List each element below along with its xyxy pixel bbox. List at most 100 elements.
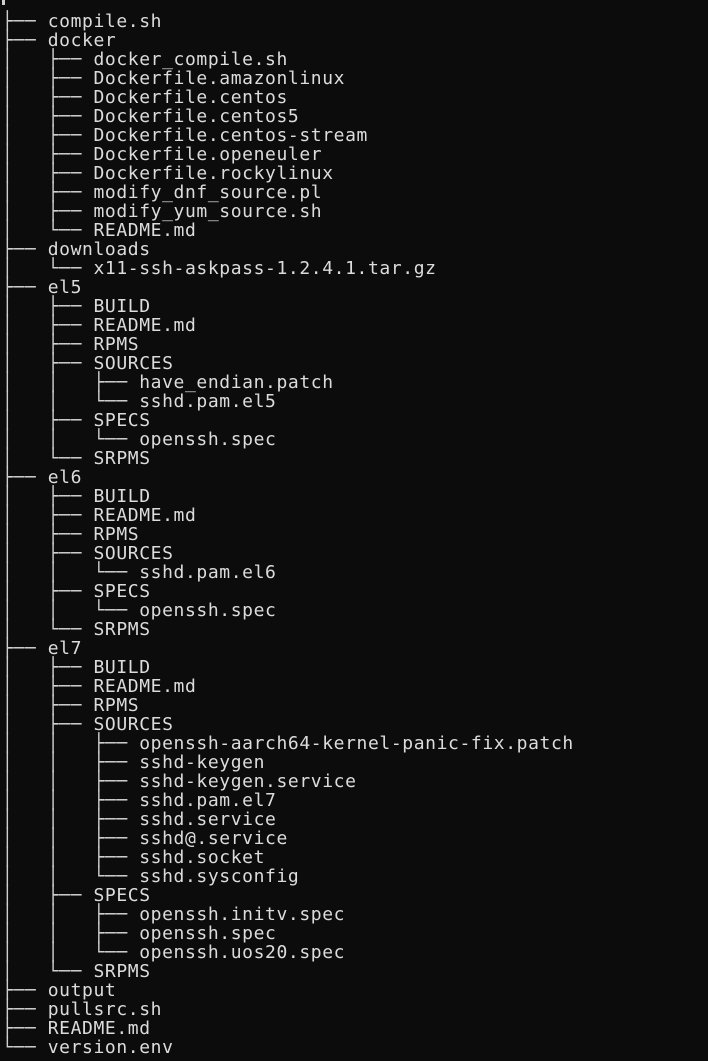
tree-branch-prefix: ├── (2, 980, 48, 1001)
tree-entry: │ ├── Dockerfile.centos-stream (0, 126, 708, 145)
tree-entry-name: sshd.pam.el6 (139, 562, 277, 583)
tree-entry-name: el7 (47, 638, 83, 659)
tree-entry-name: BUILD (93, 296, 151, 317)
tree-entry: │ ├── SOURCES (0, 715, 708, 734)
tree-entry: │ │ ├── have_endian.patch (0, 373, 708, 392)
tree-entry-name: BUILD (93, 657, 151, 678)
tree-entry: │ ├── BUILD (0, 658, 708, 677)
tree-branch-prefix: │ └── (2, 220, 94, 241)
tree-entry-name: modify_yum_source.sh (93, 201, 323, 222)
tree-entry-name: BUILD (93, 486, 151, 507)
tree-branch-prefix: │ │ └── (2, 866, 140, 887)
tree-branch-prefix: │ │ └── (2, 600, 140, 621)
tree-entry: │ ├── RPMS (0, 525, 708, 544)
tree-entry: │ ├── SOURCES (0, 354, 708, 373)
tree-branch-prefix: │ │ ├── (2, 904, 140, 925)
tree-branch-prefix: │ │ └── (2, 562, 140, 583)
tree-branch-prefix: ├── (2, 999, 48, 1020)
tree-entry: │ ├── Dockerfile.amazonlinux (0, 69, 708, 88)
tree-branch-prefix: │ │ ├── (2, 923, 140, 944)
tree-entry-name: sshd.pam.el7 (139, 790, 277, 811)
tree-entry: ├── README.md (0, 1019, 708, 1038)
tree-entry: ├── el5 (0, 278, 708, 297)
tree-branch-prefix: │ │ ├── (2, 733, 140, 754)
tree-entry-name: downloads (47, 239, 151, 260)
tree-branch-prefix: ├── (2, 30, 48, 51)
tree-entry-name: Dockerfile.centos-stream (93, 125, 368, 146)
tree-branch-prefix: │ │ ├── (2, 790, 140, 811)
tree-entry-name: SRPMS (93, 961, 151, 982)
tree-branch-prefix: │ ├── (2, 68, 94, 89)
tree-branch-prefix: │ │ └── (2, 391, 140, 412)
tree-entry-name: README.md (93, 220, 197, 241)
tree-entry: ├── pullsrc.sh (0, 1000, 708, 1019)
tree-entry: │ └── x11-ssh-askpass-1.2.4.1.tar.gz (0, 259, 708, 278)
tree-entry: │ ├── README.md (0, 316, 708, 335)
tree-branch-prefix: │ ├── (2, 410, 94, 431)
tree-entry: │ ├── RPMS (0, 696, 708, 715)
tree-entry-name: compile.sh (47, 11, 163, 32)
tree-entry: ├── downloads (0, 240, 708, 259)
tree-entry-name: RPMS (93, 334, 140, 355)
tree-entry: │ ├── README.md (0, 677, 708, 696)
tree-entry: │ ├── Dockerfile.openeuler (0, 145, 708, 164)
tree-entry-name: README.md (93, 315, 197, 336)
tree-branch-prefix: ├── (2, 1018, 48, 1039)
tree-entry-name: SOURCES (93, 543, 174, 564)
tree-entry-name: docker_compile.sh (93, 49, 288, 70)
tree-branch-prefix: │ └── (2, 961, 94, 982)
tree-entry: ├── el6 (0, 468, 708, 487)
tree-entry-name: Dockerfile.rockylinux (93, 163, 334, 184)
tree-entry-name: README.md (47, 1018, 151, 1039)
tree-branch-prefix: ├── (2, 638, 48, 659)
tree-branch-prefix: │ └── (2, 448, 94, 469)
tree-entry: │ ├── BUILD (0, 297, 708, 316)
tree-entry-name: RPMS (93, 695, 140, 716)
clipped-header-line (0, 0, 708, 12)
tree-branch-prefix: │ │ └── (2, 942, 140, 963)
tree-entry-name: sshd-keygen (139, 752, 266, 773)
tree-entry: │ │ └── sshd.sysconfig (0, 867, 708, 886)
tree-branch-prefix: │ ├── (2, 163, 94, 184)
tree-entry-name: modify_dnf_source.pl (93, 182, 323, 203)
tree-branch-prefix: └── (2, 1037, 48, 1058)
tree-entry: │ │ ├── sshd.socket (0, 848, 708, 867)
tree-entry-name: pullsrc.sh (47, 999, 163, 1020)
tree-entry-name: el6 (47, 467, 83, 488)
tree-branch-prefix: │ ├── (2, 182, 94, 203)
tree-entry: └── version.env (0, 1038, 708, 1057)
tree-entry: │ ├── Dockerfile.centos5 (0, 107, 708, 126)
tree-entry-name: openssh.spec (139, 923, 277, 944)
tree-branch-prefix: │ ├── (2, 49, 94, 70)
tree-entry-name: README.md (93, 505, 197, 526)
tree-entry-name: openssh.spec (139, 429, 277, 450)
tree-entry: ├── compile.sh (0, 12, 708, 31)
tree-entry: │ │ ├── openssh.spec (0, 924, 708, 943)
tree-branch-prefix: │ ├── (2, 505, 94, 526)
tree-entry: │ ├── modify_dnf_source.pl (0, 183, 708, 202)
tree-branch-prefix: ├── (2, 467, 48, 488)
tree-entry: │ │ ├── sshd.service (0, 810, 708, 829)
tree-entry: │ │ ├── openssh.initv.spec (0, 905, 708, 924)
tree-branch-prefix: │ └── (2, 258, 94, 279)
tree-branch-prefix: │ ├── (2, 657, 94, 678)
tree-entry: │ ├── Dockerfile.centos (0, 88, 708, 107)
tree-entry: │ └── README.md (0, 221, 708, 240)
tree-branch-prefix: ├── (2, 239, 48, 260)
tree-entry-name: Dockerfile.openeuler (93, 144, 323, 165)
tree-entry: ├── docker (0, 31, 708, 50)
tree-branch-prefix: │ ├── (2, 125, 94, 146)
tree-entry: │ │ ├── sshd@.service (0, 829, 708, 848)
tree-branch-prefix: │ ├── (2, 144, 94, 165)
tree-entry: │ │ └── sshd.pam.el6 (0, 563, 708, 582)
tree-entry: │ ├── docker_compile.sh (0, 50, 708, 69)
tree-entry: │ ├── RPMS (0, 335, 708, 354)
tree-entry: │ └── SRPMS (0, 449, 708, 468)
tree-entry: │ ├── SPECS (0, 886, 708, 905)
tree-branch-prefix: │ ├── (2, 543, 94, 564)
tree-branch-prefix: │ │ └── (2, 429, 140, 450)
tree-branch-prefix: │ ├── (2, 524, 94, 545)
tree-branch-prefix: │ ├── (2, 334, 94, 355)
tree-entry-name: sshd.sysconfig (139, 866, 300, 887)
